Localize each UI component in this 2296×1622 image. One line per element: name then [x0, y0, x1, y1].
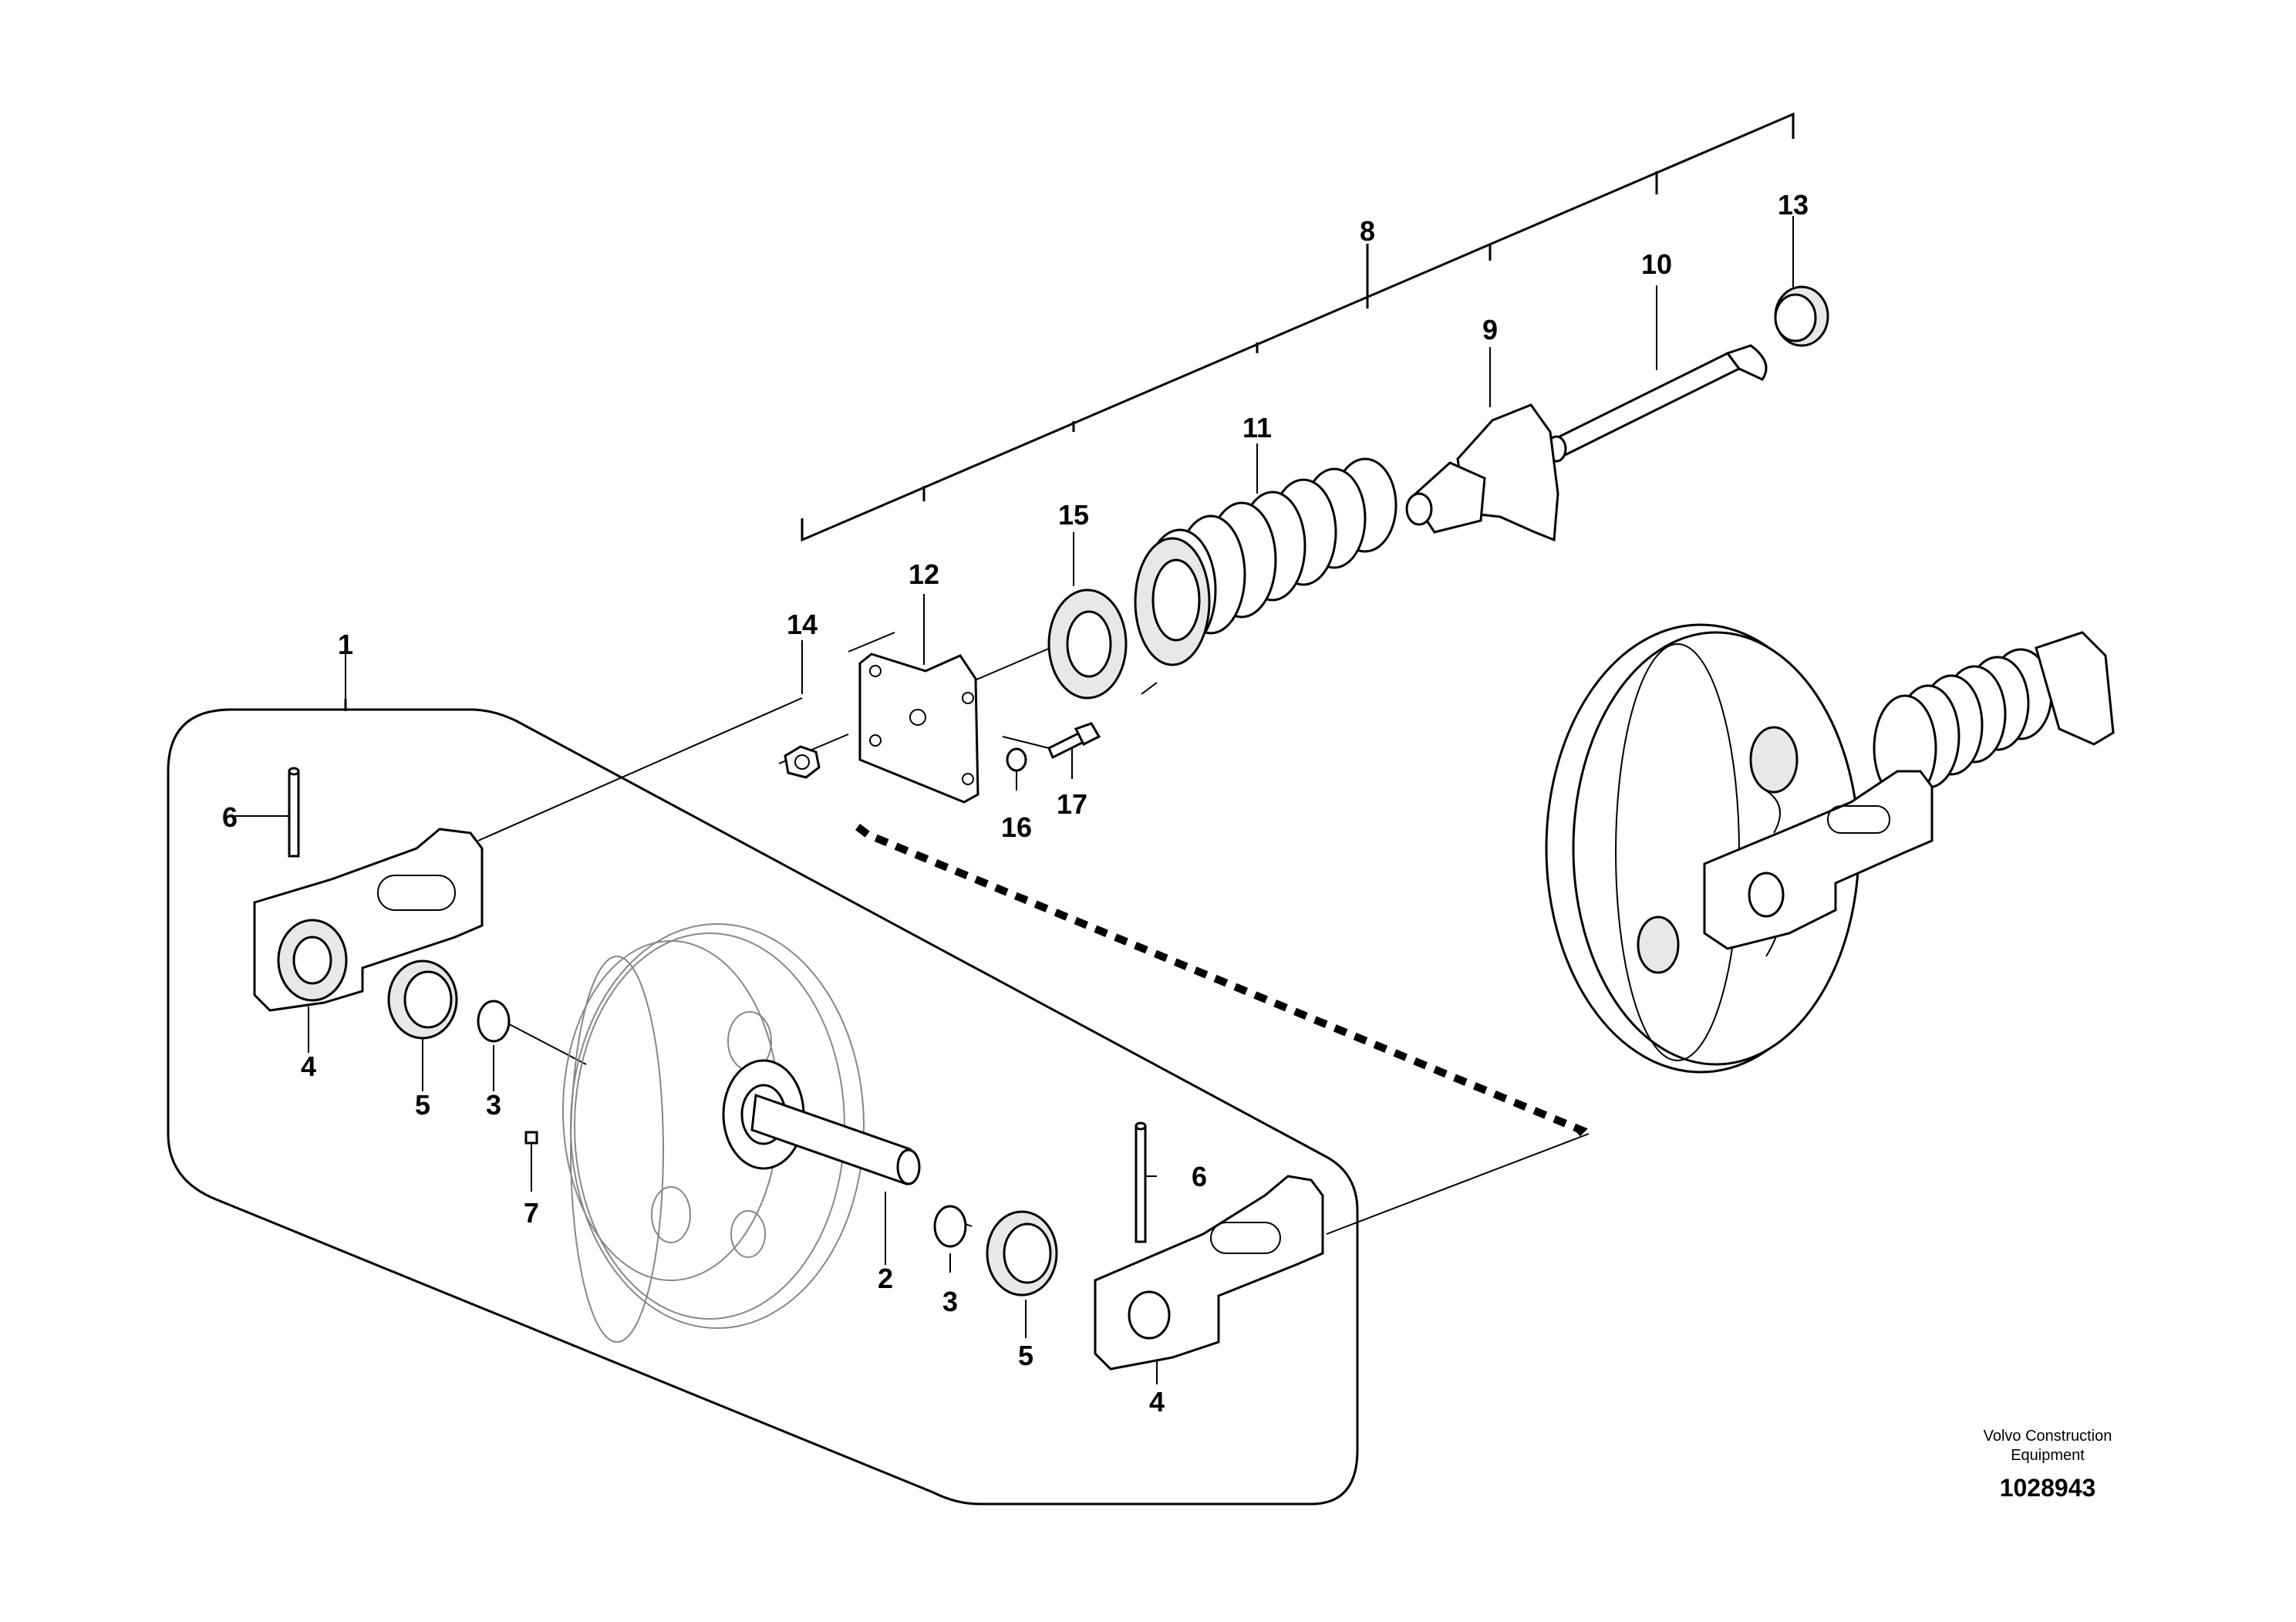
callout-5-right: 5 [1018, 1340, 1033, 1371]
brand-line-2: Equipment [2011, 1447, 2085, 1464]
callout-6-right: 6 [1192, 1161, 1207, 1192]
footer-branding: Volvo Construction Equipment 1028943 [1984, 1428, 2112, 1502]
part-6-pin-left [288, 767, 300, 858]
part-4-bracket-right [1094, 1175, 1324, 1371]
callout-8: 8 [1360, 215, 1375, 247]
part-17-bolt [1047, 722, 1101, 760]
group-8-bracket [801, 112, 1795, 542]
part-16-lock-washer [1006, 747, 1027, 772]
callout-4-right: 4 [1149, 1386, 1165, 1418]
part-6-pin-right [1135, 1121, 1147, 1243]
part-14-nut [784, 745, 821, 779]
callout-16: 16 [1001, 811, 1032, 843]
part-3-oring-right [933, 1205, 967, 1248]
callout-17: 17 [1057, 788, 1087, 820]
document-number: 1028943 [2000, 1474, 2096, 1502]
group-1-boundary [167, 708, 1359, 1506]
part-4-bracket-left [253, 828, 484, 1012]
part-2-shaft [750, 1093, 921, 1186]
callout-15: 15 [1058, 499, 1089, 531]
callout-11: 11 [1242, 412, 1272, 443]
callout-10: 10 [1641, 248, 1672, 280]
callout-6-left: 6 [222, 801, 238, 833]
dashed-connection-line [855, 824, 1588, 1141]
part-7-plug [524, 1131, 538, 1145]
part-9-bracket [1405, 403, 1559, 542]
callout-labels: 13 10 8 9 11 15 12 14 16 17 1 6 4 5 3 7 … [222, 189, 1809, 1418]
callout-5-left: 5 [415, 1089, 430, 1121]
callout-4-left: 4 [301, 1050, 316, 1082]
part-5-seal-right [986, 1210, 1058, 1297]
part-3-oring-left [477, 1000, 511, 1043]
part-11-spring [1134, 457, 1397, 666]
callout-3-right: 3 [942, 1286, 958, 1317]
assembled-view [1545, 623, 2115, 1074]
callout-13: 13 [1778, 189, 1809, 221]
callout-7: 7 [524, 1197, 539, 1229]
callout-2: 2 [878, 1263, 893, 1294]
part-15-washer [1047, 588, 1128, 700]
callout-1: 1 [338, 629, 353, 660]
callout-3-left: 3 [486, 1089, 501, 1121]
callout-9: 9 [1482, 314, 1498, 346]
part-5-seal-left [387, 959, 458, 1040]
callout-12: 12 [909, 558, 939, 590]
part-12-plate [858, 653, 979, 804]
part-13-cap [1774, 285, 1829, 347]
callout-14: 14 [787, 609, 818, 640]
brand-line-1: Volvo Construction [1984, 1428, 2112, 1445]
